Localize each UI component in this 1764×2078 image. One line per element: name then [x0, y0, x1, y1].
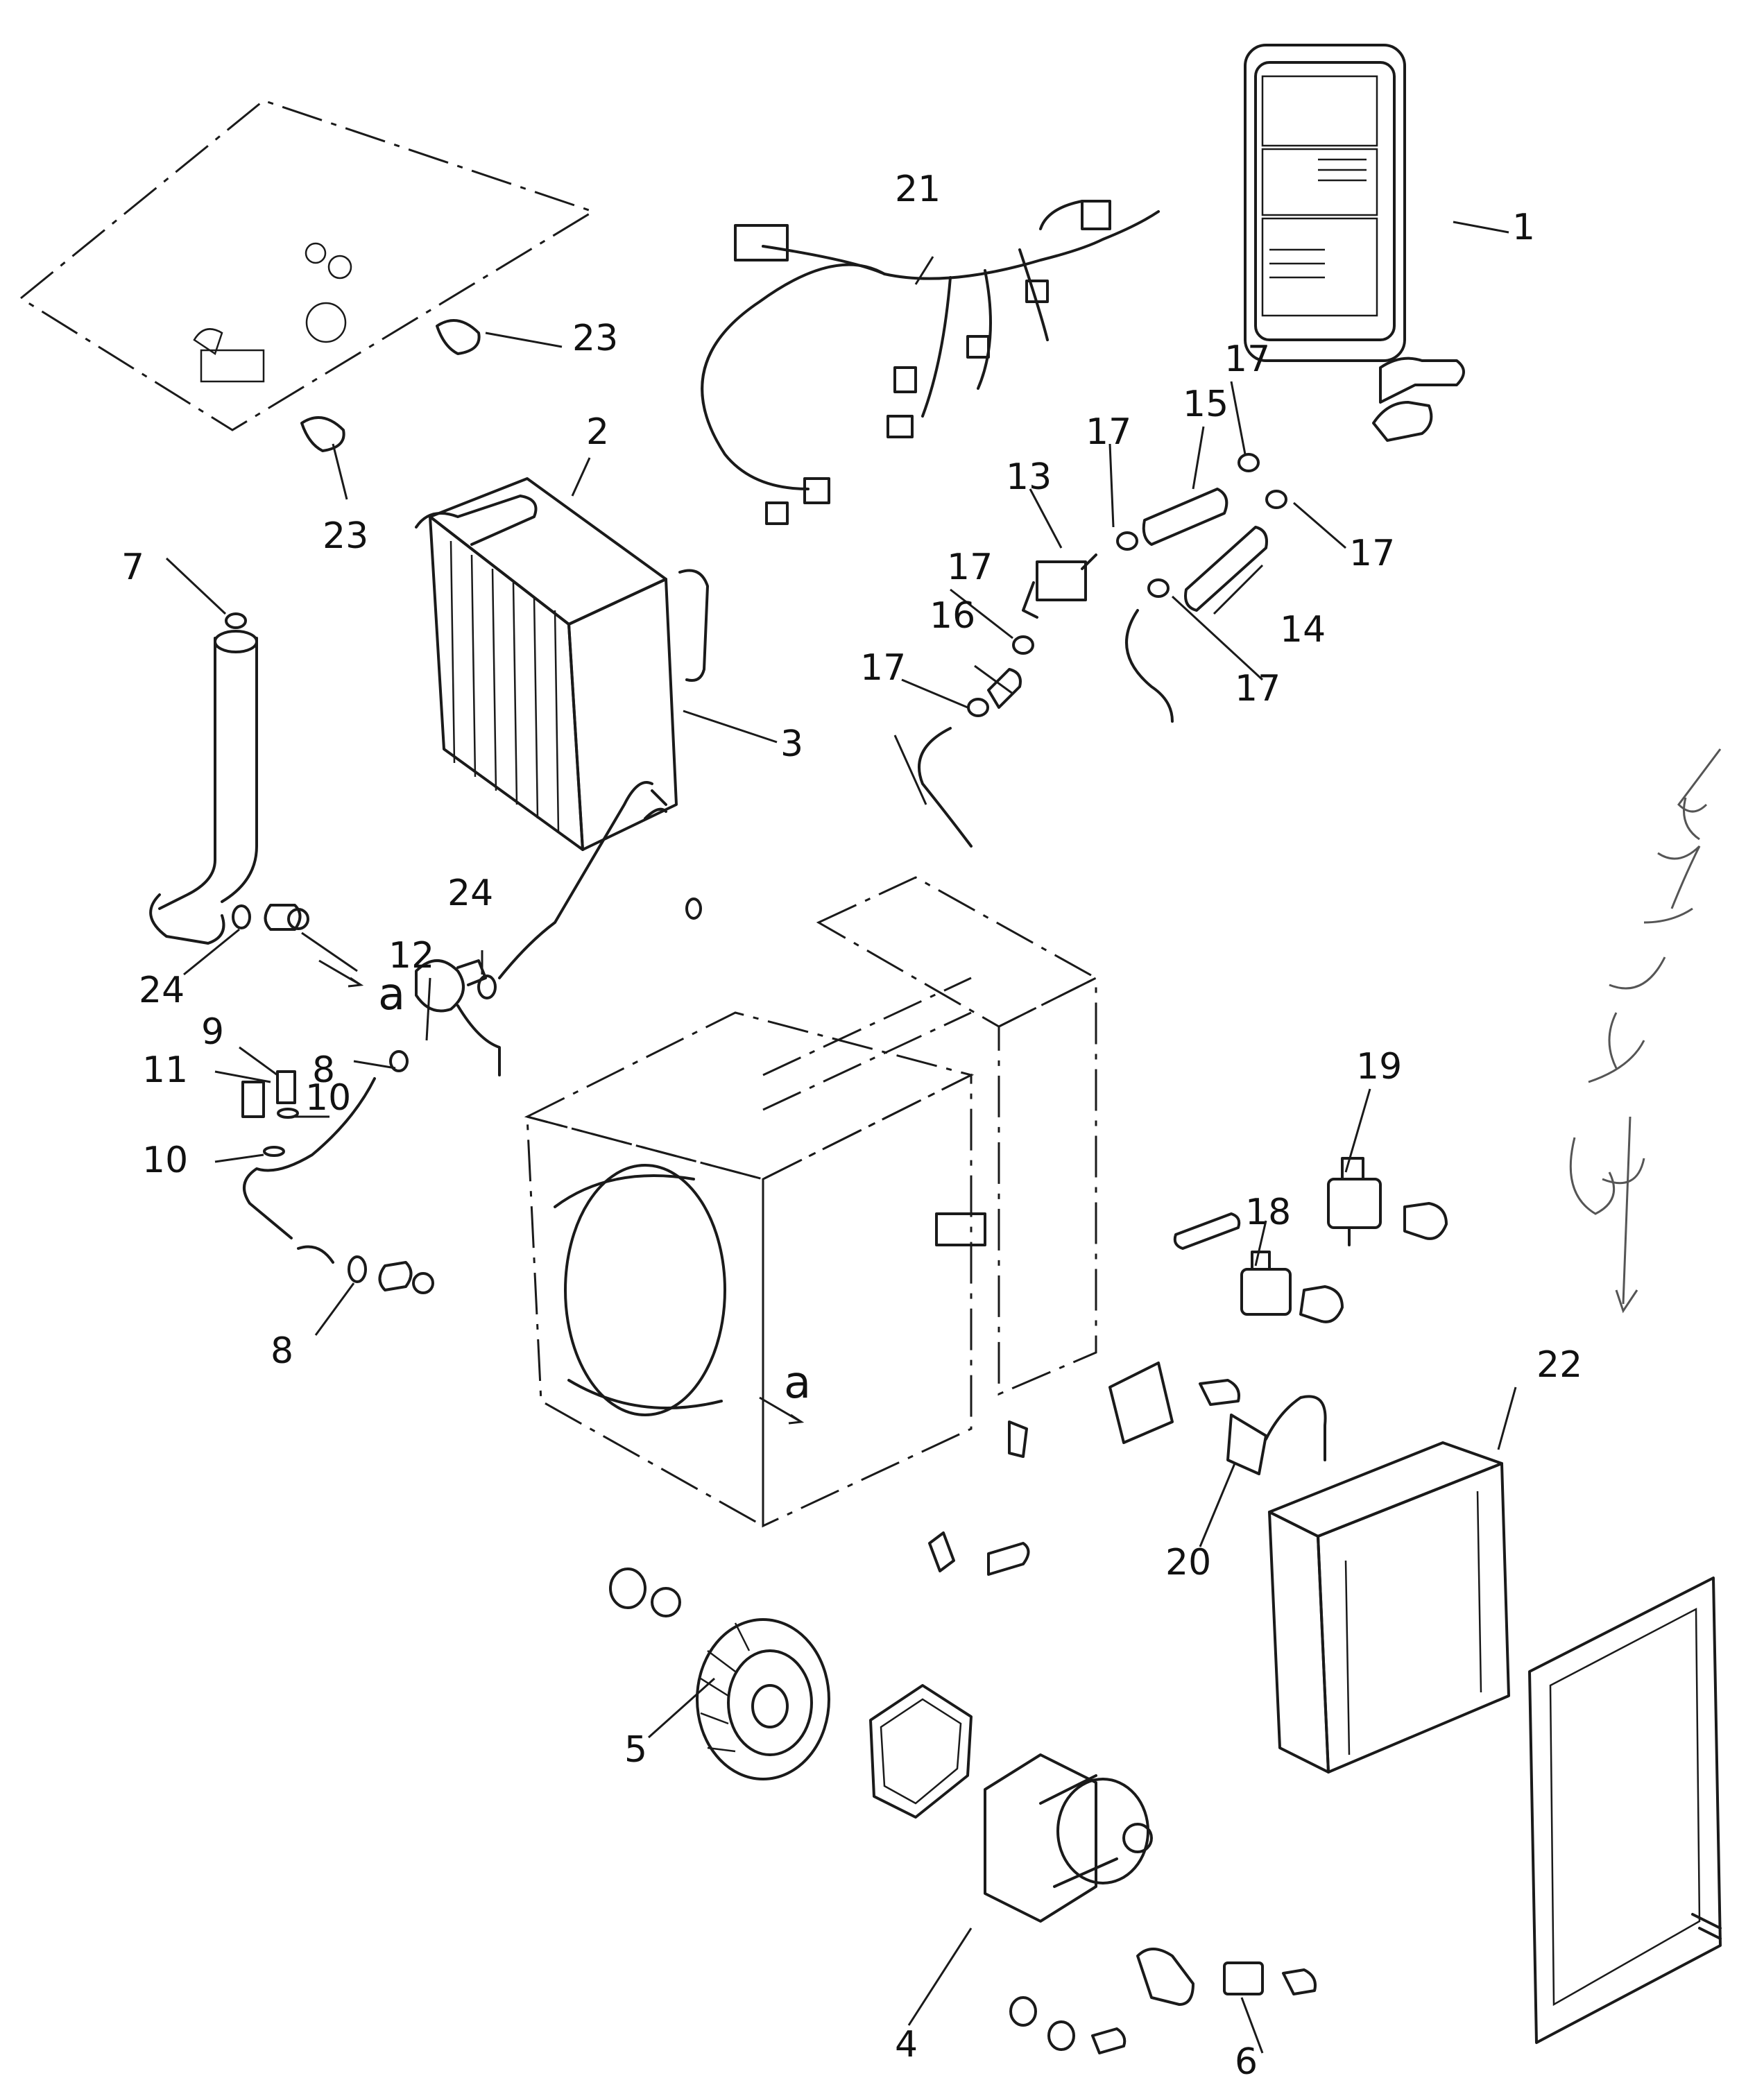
- callout-8: 8: [312, 1049, 335, 1091]
- callout-17f: 17: [860, 647, 906, 689]
- callout-20: 20: [1165, 1542, 1211, 1583]
- callout-5: 5: [624, 1729, 647, 1771]
- callout-24b: 24: [139, 970, 185, 1011]
- callout-7: 7: [121, 547, 144, 588]
- callout-17a: 17: [1086, 411, 1131, 453]
- callout-17b: 17: [1224, 338, 1270, 380]
- callout-21: 21: [895, 169, 941, 210]
- callout-15: 15: [1183, 384, 1228, 425]
- callout-10: 10: [305, 1077, 351, 1119]
- callout-a1: a: [378, 969, 405, 1020]
- blower-motor: [869, 1684, 1194, 2006]
- callout-9: 9: [201, 1011, 224, 1053]
- callout-2: 2: [586, 411, 609, 453]
- callout-17e: 17: [947, 547, 993, 588]
- callout-23a: 23: [572, 318, 618, 359]
- callout-14: 14: [1280, 609, 1326, 651]
- heater-core: [1244, 44, 1465, 442]
- wiring-harness: [701, 200, 1160, 525]
- callout-4: 4: [895, 2024, 918, 2066]
- callout-1: 1: [1512, 207, 1535, 248]
- refrigerant-pipes: [149, 612, 702, 1294]
- callout-12: 12: [388, 935, 434, 977]
- callout-23b: 23: [323, 515, 368, 557]
- heater-hoses: [918, 453, 1287, 848]
- callout-6: 6: [1235, 2041, 1258, 2075]
- callout-17d: 17: [1235, 668, 1281, 710]
- callout-16: 16: [930, 595, 975, 637]
- clip-part: [300, 319, 481, 452]
- callout-18: 18: [1245, 1192, 1291, 1233]
- callout-17c: 17: [1349, 533, 1395, 574]
- callout-arrows: [318, 959, 805, 1425]
- callout-labels: 1 2 3 4 5 6 7 8 8 9 10 10 11 12 13 14 15…: [121, 169, 1582, 2078]
- blower-fan: [609, 1568, 830, 1780]
- callout-24a: 24: [447, 873, 493, 914]
- filter-frame: [1528, 1577, 1722, 2044]
- evaporator-core: [415, 477, 709, 851]
- callout-19: 19: [1356, 1046, 1402, 1088]
- handwritten-annotation: [1569, 748, 1722, 1314]
- callout-8b: 8: [271, 1330, 293, 1372]
- blower-housing: [524, 876, 1099, 1528]
- relay-parts: [1173, 1157, 1448, 1323]
- callout-11: 11: [142, 1049, 188, 1091]
- connector-parts: [928, 1420, 1317, 2054]
- leader-lines: [165, 221, 1517, 2054]
- cover-panel: [19, 99, 596, 431]
- callout-22: 22: [1536, 1344, 1582, 1386]
- air-filter: [1268, 1441, 1510, 1774]
- callout-13: 13: [1006, 456, 1052, 498]
- callout-10b: 10: [142, 1140, 188, 1181]
- callout-a2: a: [784, 1357, 811, 1409]
- resistor-part: [1108, 1362, 1327, 1475]
- callout-3: 3: [780, 723, 803, 765]
